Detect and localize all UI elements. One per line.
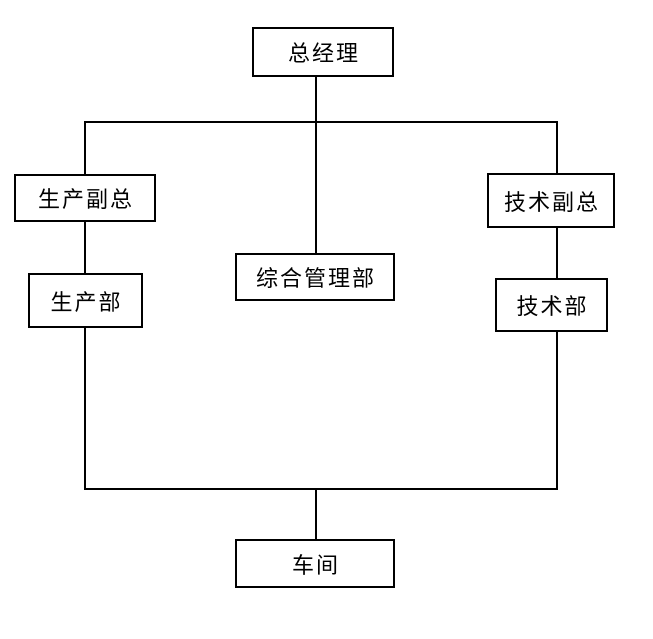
node-general-manager: 总经理 [252,27,394,77]
connector-tech-vp-to-dept [556,228,558,278]
connector-top-to-production-vp [84,121,86,174]
node-production-dept-label: 生产部 [50,289,123,315]
connector-gm-to-admin-vertical [315,77,317,253]
node-tech-vp: 技术副总 [487,173,615,228]
connector-top-horizontal [84,121,558,123]
node-production-vp-label: 生产副总 [37,187,134,212]
node-workshop-label: 车间 [291,552,340,578]
node-production-dept: 生产部 [28,273,143,328]
node-workshop: 车间 [235,539,395,588]
node-general-manager-label: 总经理 [287,41,360,66]
node-production-vp: 生产副总 [14,174,156,222]
connector-to-workshop [315,488,317,539]
connector-bottom-horizontal [84,488,558,490]
connector-production-dept-down [84,328,86,490]
node-admin-dept-label: 综合管理部 [255,266,376,291]
node-tech-dept-label: 技术部 [516,294,589,319]
connector-tech-dept-down [556,332,558,490]
node-admin-dept: 综合管理部 [235,253,395,301]
node-tech-dept: 技术部 [495,278,608,332]
connector-production-vp-to-dept [84,222,86,273]
node-tech-vp-label: 技术副总 [503,189,600,215]
connector-top-to-tech-vp [556,121,558,173]
